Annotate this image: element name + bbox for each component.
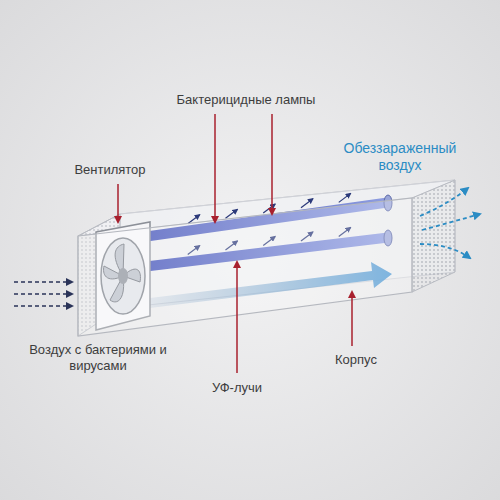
uv-ray bbox=[301, 199, 313, 208]
lamps-label: Бактерицидные лампы bbox=[177, 92, 316, 108]
fan-label: Вентилятор bbox=[74, 162, 145, 178]
uv-ray bbox=[225, 209, 237, 218]
outlet-grille bbox=[412, 180, 455, 292]
uv-ray bbox=[263, 204, 275, 213]
incoming-air bbox=[14, 282, 72, 306]
outgoing-air bbox=[420, 188, 480, 258]
uv-ray bbox=[339, 193, 351, 202]
housing-label: Корпус bbox=[335, 352, 377, 368]
uv-rays-label: УФ-лучи bbox=[212, 380, 262, 396]
dirty-air-label: Воздух с бактериями и вирусами bbox=[8, 342, 188, 374]
leader-lines bbox=[118, 114, 352, 373]
housing-front bbox=[78, 198, 412, 336]
clean-air-label: Обеззараженный воздух bbox=[335, 140, 465, 174]
